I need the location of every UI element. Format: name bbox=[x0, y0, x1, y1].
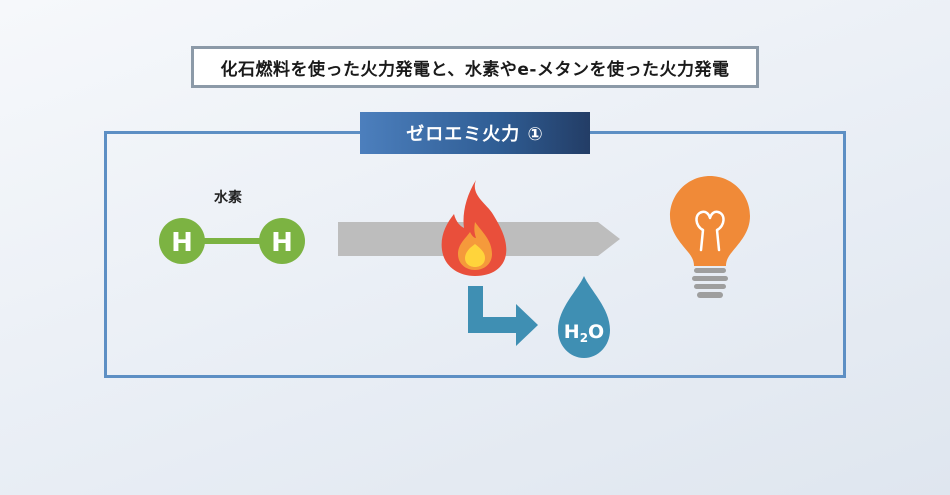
hydrogen-atom-left bbox=[159, 218, 205, 264]
flame-icon bbox=[441, 180, 507, 276]
water-formula: H2O bbox=[564, 321, 604, 345]
panel-label: ゼロエミ火力 ① bbox=[360, 112, 590, 154]
hydrogen-molecule-icon: H H bbox=[159, 218, 305, 264]
atom-left-letter: H bbox=[171, 228, 193, 258]
byproduct-arrow bbox=[468, 286, 538, 346]
hydrogen-label: 水素 bbox=[214, 190, 242, 206]
hydrogen-atom-right bbox=[259, 218, 305, 264]
light-bulb-icon bbox=[670, 176, 750, 298]
page-title: 化石燃料を使った火力発電と、水素やe-メタンを使った火力発電 bbox=[191, 46, 759, 88]
water-droplet-icon: H2O bbox=[558, 276, 610, 358]
atom-right-letter: H bbox=[271, 228, 293, 258]
